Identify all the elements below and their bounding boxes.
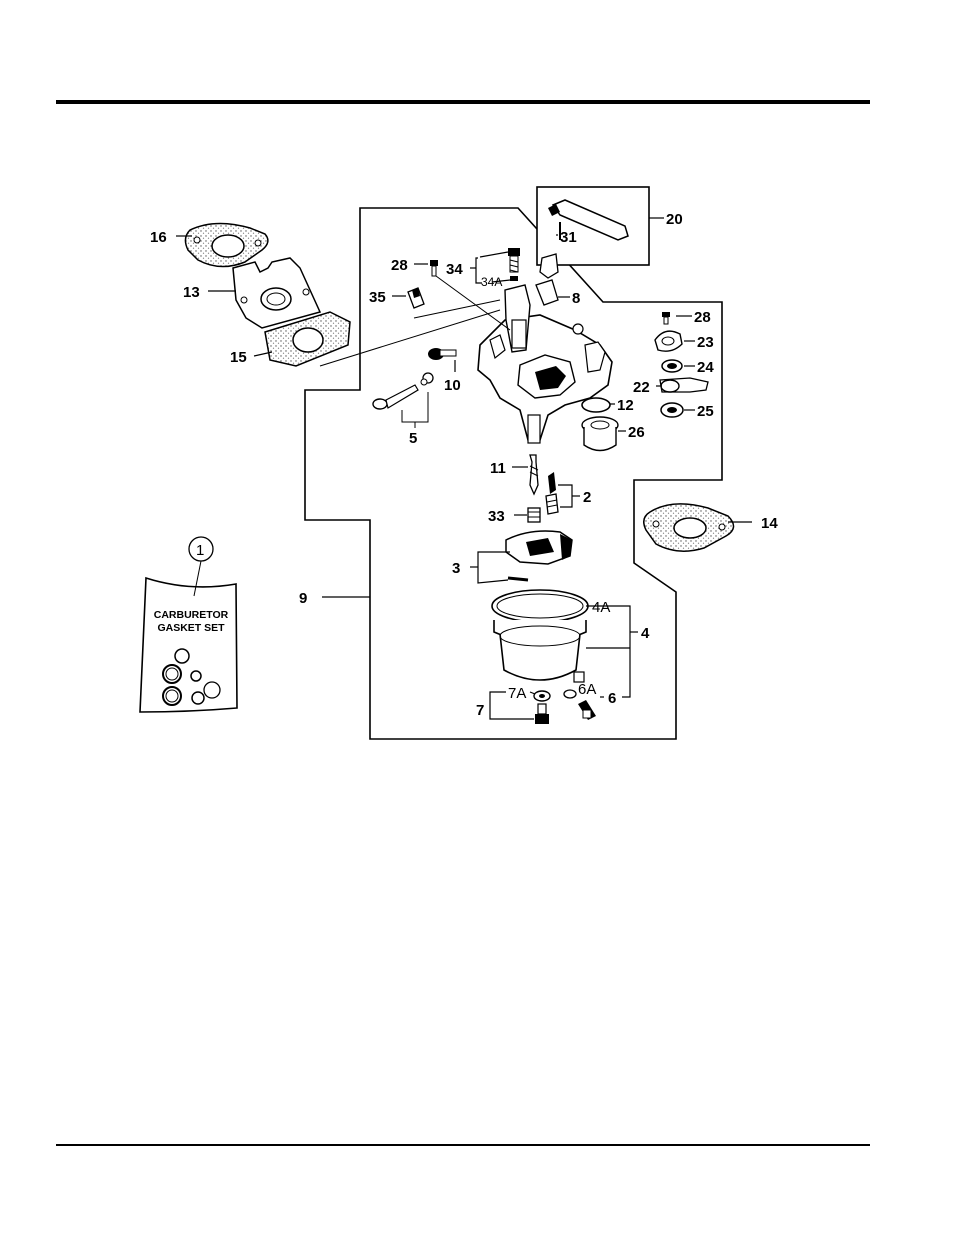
callout-14: 14 bbox=[761, 515, 778, 532]
callout-13: 13 bbox=[183, 284, 200, 301]
washer-7A bbox=[534, 691, 550, 701]
callout-3: 3 bbox=[452, 560, 460, 577]
callout-20: 20 bbox=[666, 211, 683, 228]
callout-4: 4 bbox=[641, 625, 650, 642]
screw-28-right bbox=[662, 312, 670, 324]
screw-5 bbox=[373, 373, 433, 409]
lever-22 bbox=[660, 378, 708, 392]
callout-28-right: 28 bbox=[694, 309, 711, 326]
jet-33 bbox=[528, 508, 540, 522]
callout-11: 11 bbox=[490, 460, 506, 477]
callout-35: 35 bbox=[369, 289, 386, 306]
seal-24 bbox=[662, 360, 682, 372]
callout-34: 34 bbox=[446, 261, 463, 278]
washer-6A bbox=[564, 690, 576, 698]
callout-12: 12 bbox=[617, 397, 634, 414]
screw-10 bbox=[428, 348, 456, 360]
callout-7: 7 bbox=[476, 702, 484, 719]
callout-10: 10 bbox=[444, 377, 461, 394]
nut-25 bbox=[661, 403, 683, 417]
cap-23 bbox=[655, 331, 682, 351]
callout-7A: 7A bbox=[508, 685, 526, 702]
callout-24: 24 bbox=[697, 359, 714, 376]
callout-8: 8 bbox=[572, 290, 580, 307]
gasket-16 bbox=[185, 223, 267, 266]
callout-2: 2 bbox=[583, 489, 591, 506]
seat-26 bbox=[582, 417, 618, 451]
callout-31: 31 bbox=[560, 229, 577, 246]
float-3 bbox=[506, 531, 572, 580]
callout-15: 15 bbox=[230, 349, 247, 366]
screw-6 bbox=[578, 700, 596, 720]
callout-22: 22 bbox=[633, 379, 650, 396]
callout-16: 16 bbox=[150, 229, 167, 246]
callout-9: 9 bbox=[299, 590, 307, 607]
callout-23: 23 bbox=[697, 334, 714, 351]
callout-4A: 4A bbox=[592, 599, 610, 616]
insulator-13 bbox=[233, 258, 320, 328]
gasket-set-kit bbox=[140, 578, 237, 712]
callout-28-top: 28 bbox=[391, 257, 408, 274]
needle-11 bbox=[530, 455, 538, 494]
screw-28-top bbox=[430, 260, 438, 276]
pilot-screw-34 bbox=[508, 248, 520, 281]
callout-6A: 6A bbox=[578, 681, 596, 698]
callout-1: 1 bbox=[196, 542, 204, 559]
kit-label-line2: GASKET SET bbox=[157, 622, 225, 634]
callout-5: 5 bbox=[409, 430, 417, 447]
gasket-14 bbox=[644, 504, 734, 551]
o-ring-12 bbox=[582, 398, 610, 412]
clip-35 bbox=[408, 288, 424, 308]
callout-26: 26 bbox=[628, 424, 645, 441]
kit-label-line1: CARBURETOR bbox=[154, 609, 229, 621]
callout-34A: 34A bbox=[481, 275, 502, 289]
callout-25: 25 bbox=[697, 403, 714, 420]
callout-33: 33 bbox=[488, 508, 505, 525]
jet-2 bbox=[546, 472, 558, 514]
float-bowl-4 bbox=[492, 590, 588, 682]
bolt-7 bbox=[535, 704, 549, 724]
callout-6: 6 bbox=[608, 690, 616, 707]
